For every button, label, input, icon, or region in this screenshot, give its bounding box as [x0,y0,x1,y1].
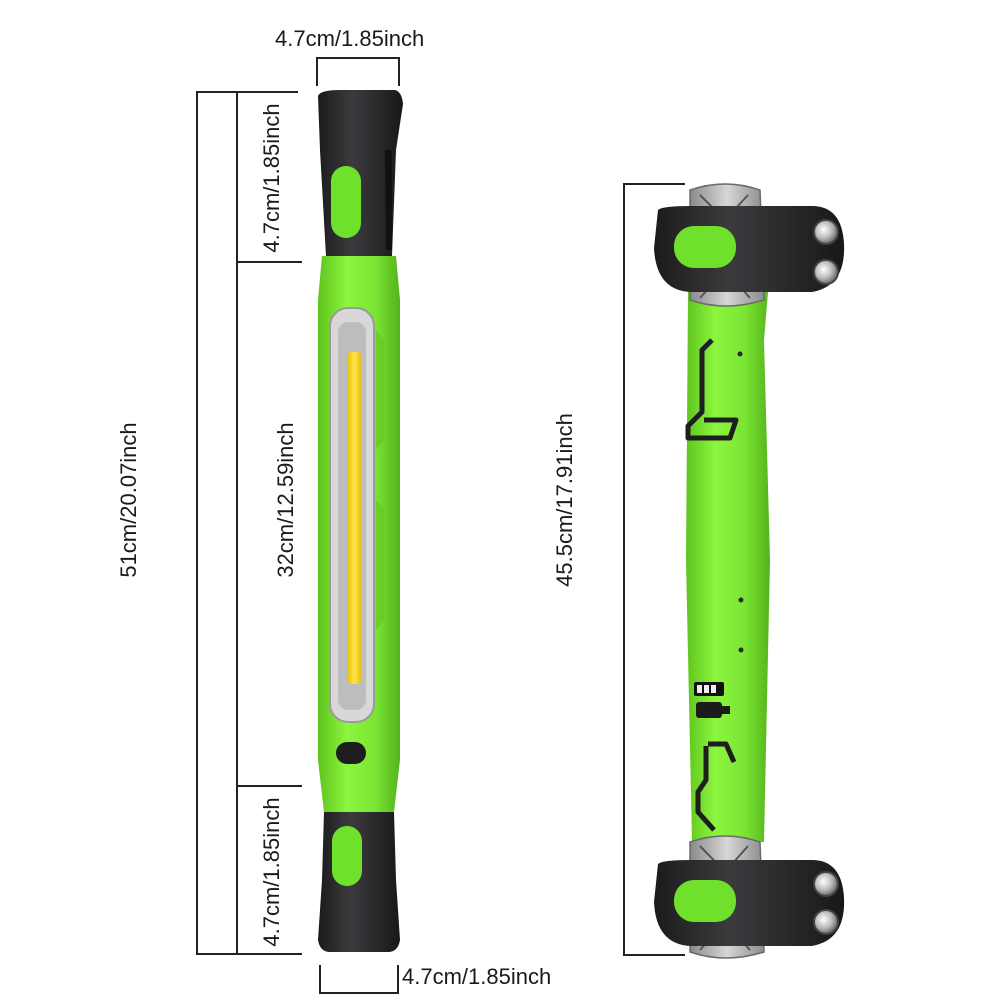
top-width-bracket [316,57,400,86]
light-length-label: 32cm/12.59inch [273,422,298,578]
power-button [336,742,366,764]
total-length-label: 51cm/20.07inch [116,422,141,578]
top-cap-green-button [331,166,361,238]
work-light-folded [654,183,845,959]
bottom-magnet-1 [813,871,839,897]
top-head-green-button [674,226,736,268]
top-magnet-1 [813,219,839,245]
bottom-hook [695,741,737,832]
cob-led-strip [348,352,361,684]
top-cap-length-label: 4.7cm/1.85inch [259,103,284,253]
bottom-cap-green-button [332,826,362,886]
work-light-straight [318,90,403,952]
bottom-cap-length-label: 4.7cm/1.85inch [259,797,284,947]
charging-port [696,702,722,718]
dimension-lines [196,57,685,994]
folded-length-label: 45.5cm/17.91inch [552,413,577,587]
top-width-label: 4.7cm/1.85inch [275,26,425,51]
top-hook [685,338,739,441]
bottom-head-green-button [674,880,736,922]
folded-length-bracket [623,183,685,956]
folded-green-body [686,292,770,842]
bottom-width-bracket [319,965,399,994]
top-magnet-2 [813,259,839,285]
bottom-width-label: 4.7cm/1.85inch [402,964,552,989]
bottom-magnet-2 [813,909,839,935]
